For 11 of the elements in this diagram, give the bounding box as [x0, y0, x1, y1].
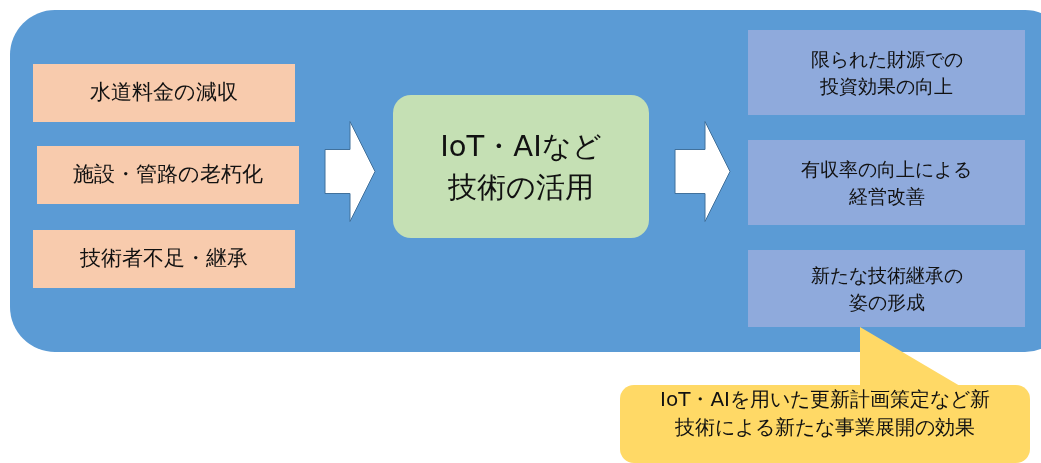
effect-box: 限られた財源での投資効果の向上 [748, 30, 1025, 115]
issue-box: 技術者不足・継承 [33, 230, 295, 288]
issue-box: 水道料金の減収 [33, 64, 295, 122]
central-box: IoT・AIなど技術の活用 [393, 95, 649, 238]
effect-box: 新たな技術継承の姿の形成 [748, 250, 1025, 327]
block-arrow [324, 121, 376, 222]
block-arrow [674, 121, 731, 222]
effect-box: 有収率の向上による経営改善 [748, 140, 1025, 225]
issue-box: 施設・管路の老朽化 [37, 146, 299, 204]
rounded-panel [10, 10, 1041, 352]
bubble-tail [860, 327, 960, 386]
